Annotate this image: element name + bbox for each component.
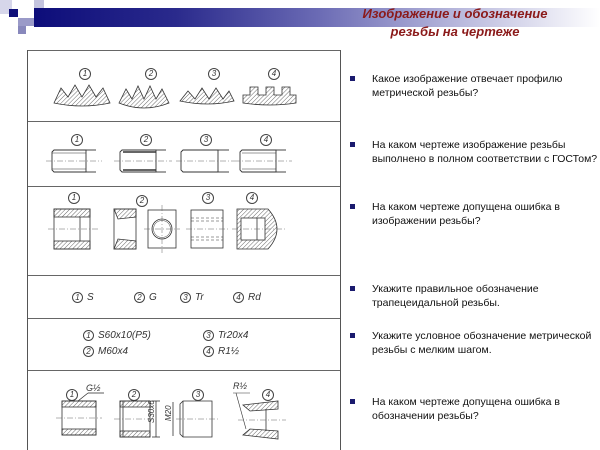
option-text: Tr xyxy=(195,292,204,304)
item-number-3: 3 xyxy=(192,389,204,401)
drawing-table: 1 2 3 4 1 2 3 4 xyxy=(27,50,341,450)
item-number-3: 3 xyxy=(202,192,214,204)
question-3: На каком чертеже допущена ошибка в изобр… xyxy=(350,200,600,228)
designation-option-1: 1 S60x10(P5) xyxy=(83,330,151,341)
item-number-2: 2 xyxy=(136,195,148,207)
item-number-2: 2 xyxy=(128,389,140,401)
bullet-icon xyxy=(350,142,355,147)
item-number-1: 1 xyxy=(71,134,83,146)
title-line-2: резьбы на чертеже xyxy=(390,24,520,39)
header-gradient-bar xyxy=(34,8,600,27)
option-number: 3 xyxy=(203,330,214,341)
item-number-4: 4 xyxy=(268,68,280,80)
item-number-4: 4 xyxy=(262,389,274,401)
designation-option-3: 3 Tr20x4 xyxy=(203,330,248,341)
question-text: Какое изображение отвечает профилю метри… xyxy=(372,73,563,99)
option-text: S xyxy=(87,292,94,304)
decor-square-mid xyxy=(18,18,34,26)
designation-drawings xyxy=(56,392,286,440)
option-number: 2 xyxy=(134,292,145,303)
internal-thread-drawings xyxy=(48,205,286,253)
decor-square-lower xyxy=(18,26,26,34)
thread-profile-drawings xyxy=(53,84,297,109)
option-text: Rd xyxy=(248,292,261,304)
item-number-1: 1 xyxy=(66,389,78,401)
question-5: Укажите условное обозначение метрической… xyxy=(350,329,600,357)
bullet-icon xyxy=(350,286,355,291)
annotation-r-half: R½ xyxy=(233,381,248,391)
thread-type-option-3: 3 Tr xyxy=(180,292,204,303)
question-text: На каком чертеже изображение резьбы выпо… xyxy=(372,139,598,165)
item-number-1: 1 xyxy=(68,192,80,204)
option-text: R1½ xyxy=(218,346,240,358)
bullet-icon xyxy=(350,333,355,338)
item-number-4: 4 xyxy=(260,134,272,146)
question-2: На каком чертеже изображение резьбы выпо… xyxy=(350,138,600,166)
option-text: S60x10(P5) xyxy=(98,330,151,342)
question-1: Какое изображение отвечает профилю метри… xyxy=(350,72,600,100)
row-thread-profiles: 1 2 3 4 xyxy=(28,50,340,121)
option-number: 4 xyxy=(203,346,214,357)
item-number-1: 1 xyxy=(79,68,91,80)
option-number: 1 xyxy=(83,330,94,341)
option-text: G xyxy=(149,292,157,304)
option-number: 1 xyxy=(72,292,83,303)
thread-type-option-4: 4 Rd xyxy=(233,292,261,303)
designation-option-2: 2 M60x4 xyxy=(83,346,128,357)
question-4: Укажите правильное обозначение трапецеид… xyxy=(350,282,600,310)
bullet-icon xyxy=(350,204,355,209)
option-text: Tr20x4 xyxy=(218,330,249,342)
row-designation-drawings: 1 2 3 4 G½ R½ S30x6 M20 xyxy=(28,370,340,450)
item-number-3: 3 xyxy=(208,68,220,80)
question-text: На каком чертеже допущена ошибка в изобр… xyxy=(372,201,560,227)
row-thread-designations: 1 S60x10(P5) 2 M60x4 3 Tr20x4 4 R1½ xyxy=(28,318,340,370)
option-number: 2 xyxy=(83,346,94,357)
item-number-2: 2 xyxy=(140,134,152,146)
item-number-2: 2 xyxy=(145,68,157,80)
decor-square-navy xyxy=(9,9,18,17)
annotation-g-half: G½ xyxy=(86,383,101,393)
external-thread-drawings xyxy=(46,149,292,173)
row-external-threads: 1 2 3 4 xyxy=(28,121,340,186)
item-number-3: 3 xyxy=(200,134,212,146)
slide-title: Изображение и обозначение резьбы на черт… xyxy=(330,5,580,41)
designation-option-4: 4 R1½ xyxy=(203,346,239,357)
row-internal-threads: 1 2 3 4 xyxy=(28,186,340,275)
question-6: На каком чертеже допущена ошибка в обозн… xyxy=(350,395,600,423)
question-text: Укажите условное обозначение метрической… xyxy=(372,330,592,356)
item-number-4: 4 xyxy=(246,192,258,204)
decor-square-gray xyxy=(34,0,44,8)
option-number: 4 xyxy=(233,292,244,303)
question-text: Укажите правильное обозначение трапецеид… xyxy=(372,283,539,309)
title-line-1: Изображение и обозначение xyxy=(362,6,548,21)
option-text: M60x4 xyxy=(98,346,129,358)
bullet-icon xyxy=(350,399,355,404)
option-number: 3 xyxy=(180,292,191,303)
question-text: На каком чертеже допущена ошибка в обозн… xyxy=(372,396,560,422)
bullet-icon xyxy=(350,76,355,81)
